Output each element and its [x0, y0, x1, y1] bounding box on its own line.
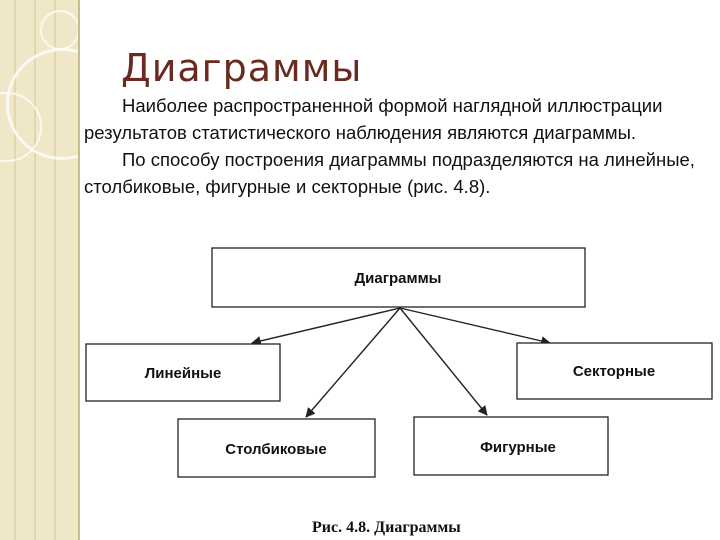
- edge-to-figure: [399, 307, 488, 416]
- decorative-sidebar: [0, 0, 79, 540]
- node-root: Диаграммы: [211, 247, 586, 308]
- sidebar-stripe: [54, 0, 56, 540]
- sidebar-stripe: [14, 0, 16, 540]
- node-figure: Фигурные: [413, 416, 609, 476]
- node-linear-label: Линейные: [145, 365, 222, 382]
- edge-to-sector: [399, 307, 551, 346]
- classification-paragraph: По способу построения диаграммы подразде…: [84, 149, 695, 197]
- diagram-edges: [251, 307, 551, 418]
- edge-to-bar: [305, 307, 401, 418]
- node-bar: Столбиковые: [177, 418, 376, 478]
- node-bar-label: Столбиковые: [225, 441, 326, 458]
- decorative-circle: [40, 10, 78, 50]
- intro-paragraph: Наиболее распространенной формой наглядн…: [84, 95, 663, 143]
- node-sector: Секторные: [516, 342, 713, 400]
- node-figure-box: [413, 416, 609, 476]
- node-bar-box: [177, 418, 376, 478]
- sidebar-stripe: [34, 0, 36, 540]
- node-linear-box: [85, 343, 281, 402]
- node-root-label: Диаграммы: [354, 270, 441, 287]
- figure-caption: Рис. 4.8. Диаграммы: [312, 519, 461, 536]
- node-figure-label: Фигурные: [480, 439, 556, 456]
- node-linear: Линейные: [85, 343, 281, 402]
- slide-title: Диаграммы: [121, 46, 363, 90]
- node-sector-label: Секторные: [573, 363, 655, 380]
- node-root-box: [211, 247, 586, 308]
- node-sector-box: [516, 342, 713, 400]
- sidebar-border-line: [78, 0, 80, 540]
- edge-to-linear: [251, 307, 401, 346]
